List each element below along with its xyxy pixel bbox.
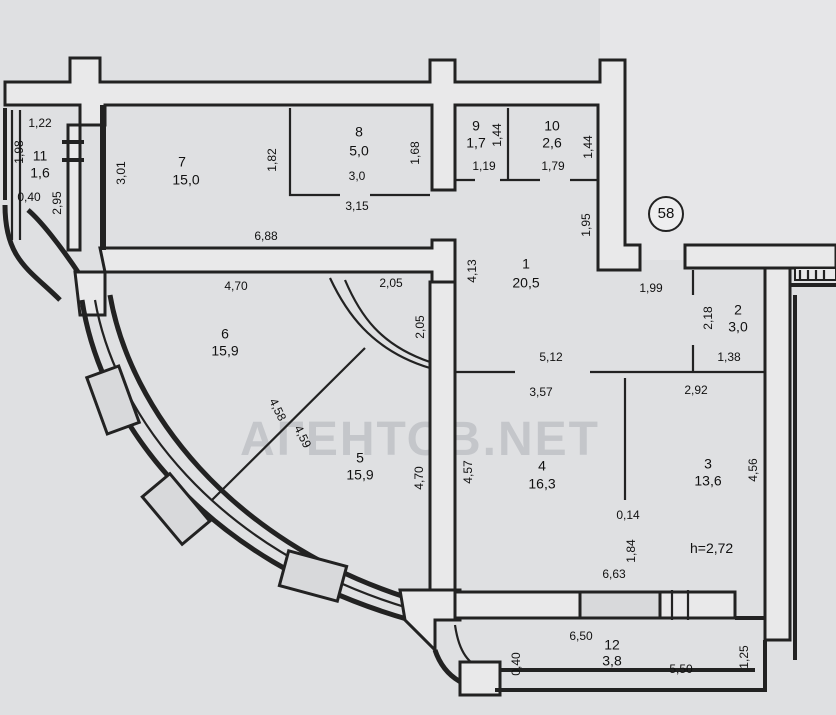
dim-1-38: 1,38 — [717, 350, 741, 364]
dim-6-50: 6,50 — [569, 629, 593, 643]
dim-1-68: 1,68 — [408, 141, 422, 165]
dim-0-40-bottom: 0,40 — [509, 652, 523, 676]
room-7-area: 15,0 — [172, 172, 199, 188]
room-8-area: 5,0 — [349, 143, 369, 159]
dim-1-25: 1,25 — [737, 645, 751, 669]
ceiling-height-label: h=2,72 — [690, 540, 733, 556]
room-12-area: 3,8 — [602, 653, 622, 669]
dim-2-05-h: 2,05 — [379, 276, 403, 290]
dim-1-98: 1,98 — [12, 140, 26, 164]
paper-margin-shade — [600, 0, 836, 260]
room-11-number: 11 — [33, 148, 48, 164]
room-3-area: 13,6 — [694, 473, 721, 489]
walls — [2, 56, 836, 697]
dim-2-92: 2,92 — [684, 383, 708, 397]
room-2-number: 2 — [734, 302, 742, 318]
dimension-labels: 1,22 1,98 0,40 2,95 3,01 1,82 3,0 3,15 1… — [12, 116, 760, 676]
room-5-area: 15,9 — [346, 467, 373, 483]
dim-1-44-a: 1,44 — [490, 123, 504, 147]
dim-2-05-v: 2,05 — [413, 315, 427, 339]
dim-4-13: 4,13 — [465, 259, 479, 283]
dim-5-12: 5,12 — [539, 350, 563, 364]
room-11-area: 1,6 — [30, 165, 50, 181]
dim-2-18: 2,18 — [701, 306, 715, 330]
room-6-area: 15,9 — [211, 343, 238, 359]
dim-5-50: 5,50 — [669, 662, 693, 676]
dim-3-15: 3,15 — [345, 199, 369, 213]
dim-1-19: 1,19 — [472, 159, 496, 173]
section-number-tag: 58 — [648, 196, 684, 232]
dim-1-22: 1,22 — [28, 116, 52, 130]
dim-3-57: 3,57 — [529, 385, 553, 399]
dim-4-56: 4,56 — [746, 458, 760, 482]
dim-4-70-v: 4,70 — [412, 466, 426, 490]
room-8-number: 8 — [355, 124, 363, 140]
room-6-number: 6 — [221, 326, 229, 342]
room-labels: 7 15,0 8 5,0 9 1,7 10 2,6 11 1,6 1 20,5 … — [30, 118, 748, 669]
dim-6-63: 6,63 — [602, 567, 626, 581]
dim-1-99: 1,99 — [639, 281, 663, 295]
dim-4-57: 4,57 — [461, 460, 475, 484]
room-7-number: 7 — [178, 154, 186, 170]
dim-0-40-top: 0,40 — [17, 190, 41, 204]
room-9-area: 1,7 — [466, 135, 486, 151]
room-10-number: 10 — [544, 118, 560, 134]
room-9-number: 9 — [472, 118, 480, 134]
dim-6-88: 6,88 — [254, 229, 278, 243]
dim-2-95: 2,95 — [50, 191, 64, 215]
room-2-area: 3,0 — [728, 319, 748, 335]
room-10-area: 2,6 — [542, 135, 562, 151]
room-5-number: 5 — [356, 450, 364, 466]
dim-3-01: 3,01 — [114, 161, 128, 185]
dim-4-70-top: 4,70 — [224, 279, 248, 293]
dim-1-79: 1,79 — [541, 159, 565, 173]
room-1-area: 20,5 — [512, 275, 539, 291]
room-1-number: 1 — [522, 256, 530, 272]
room-3-number: 3 — [704, 456, 712, 472]
dim-1-95: 1,95 — [579, 213, 593, 237]
room-12-number: 12 — [604, 637, 620, 653]
section-number: 58 — [658, 205, 675, 222]
dim-1-84: 1,84 — [624, 539, 638, 563]
dim-1-44-b: 1,44 — [581, 135, 595, 159]
room-4-area: 16,3 — [528, 476, 555, 492]
dim-1-82: 1,82 — [265, 148, 279, 172]
room-4-number: 4 — [538, 458, 546, 474]
dim-0-14: 0,14 — [616, 508, 640, 522]
watermark-text: AГЕНТОВ.NET — [240, 413, 600, 466]
dim-3-0: 3,0 — [349, 169, 366, 183]
